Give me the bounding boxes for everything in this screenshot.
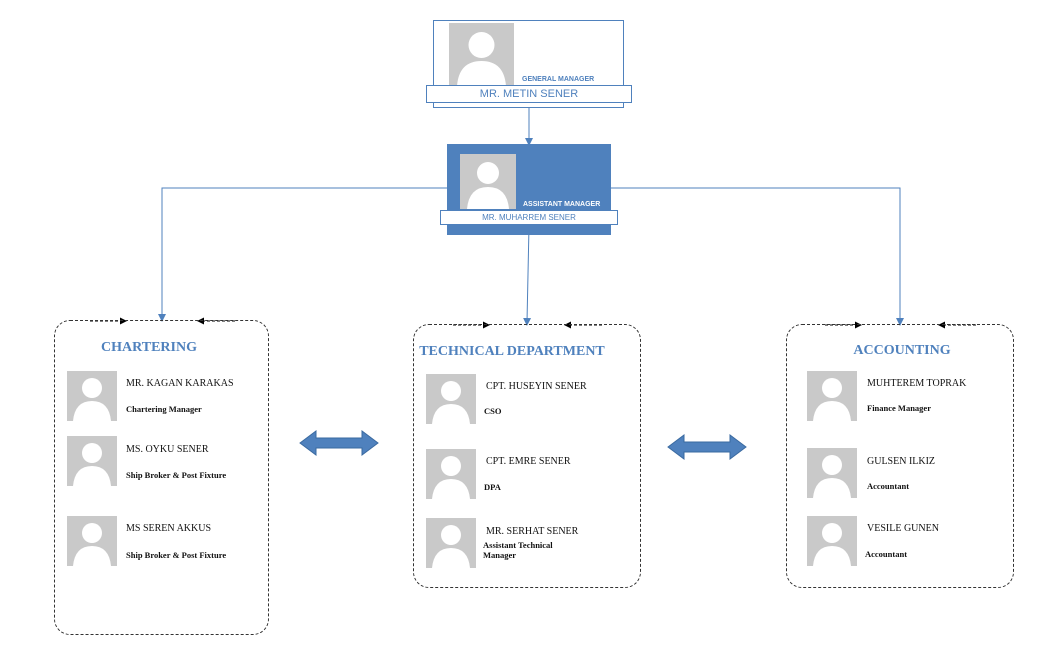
person-silhouette-icon [807, 448, 857, 498]
member-role-line1: Assistant Technical [483, 540, 553, 550]
person-silhouette-icon [67, 516, 117, 566]
double-arrow-icon [299, 430, 379, 456]
person-silhouette-icon [426, 518, 476, 568]
member-name: MUHTEREM TOPRAK [867, 378, 967, 389]
general-manager-title: GENERAL MANAGER [522, 76, 595, 83]
accounting-department-box [786, 324, 1014, 588]
member-role-line2: Manager [483, 550, 517, 560]
general-manager-name: MR. METIN SENER [426, 85, 632, 103]
department-title: TECHNICAL DEPARTMENT [419, 344, 605, 359]
double-arrow-icon [667, 434, 747, 460]
member-role: Accountant [865, 549, 908, 559]
person-silhouette-icon [807, 516, 857, 566]
member-role: DPA [484, 482, 501, 492]
member-name: VESILE GUNEN [867, 523, 939, 534]
member-role: Chartering Manager [126, 404, 202, 414]
person-silhouette-icon [807, 371, 857, 421]
member-role: Finance Manager [867, 403, 931, 413]
member-name: CPT. EMRE SENER [486, 456, 571, 467]
person-silhouette-icon [426, 374, 476, 424]
technical-department-box [413, 324, 641, 588]
member-role: Ship Broker & Post Fixture [126, 470, 227, 480]
person-silhouette-icon [460, 154, 516, 209]
person-silhouette-icon [67, 371, 117, 421]
member-role: CSO [484, 406, 502, 416]
member-name: GULSEN ILKIZ [867, 456, 936, 467]
member-name: MS. OYKU SENER [126, 444, 209, 455]
connector-am-chartering [158, 187, 447, 322]
member-role: Ship Broker & Post Fixture [126, 550, 227, 560]
person-silhouette-icon [449, 23, 514, 86]
department-title: CHARTERING [101, 340, 197, 355]
assistant-manager-title: ASSISTANT MANAGER [523, 201, 601, 208]
person-silhouette-icon [67, 436, 117, 486]
member-name: MS SEREN AKKUS [126, 523, 212, 534]
member-name: MR. KAGAN KARAKAS [126, 378, 234, 389]
member-name: MR. SERHAT SENER [486, 526, 579, 537]
member-name: CPT. HUSEYIN SENER [486, 381, 587, 392]
department-title: ACCOUNTING [853, 343, 951, 358]
member-role: Accountant [867, 481, 910, 491]
connector-am-accounting [611, 187, 904, 326]
chartering-department-box [54, 320, 269, 635]
connector-am-technical [523, 225, 532, 326]
assistant-manager-name: MR. MUHARREM SENER [440, 210, 618, 225]
person-silhouette-icon [426, 449, 476, 499]
